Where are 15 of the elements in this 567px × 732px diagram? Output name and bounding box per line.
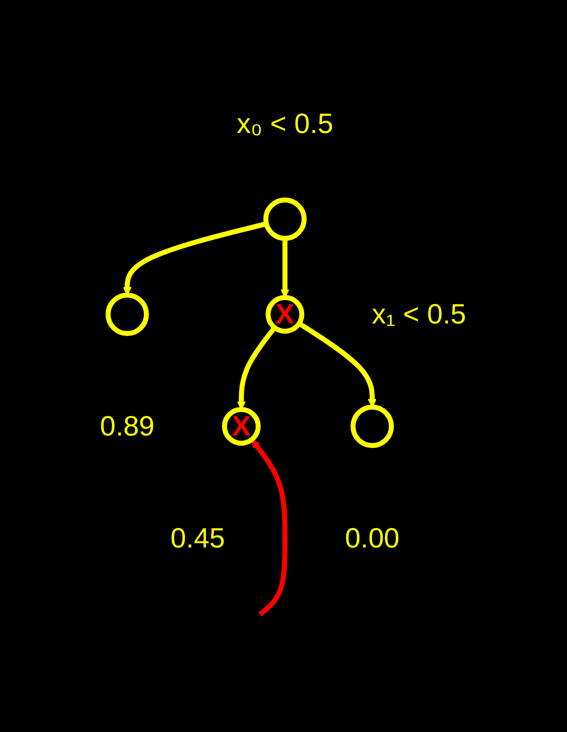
node-circle: X xyxy=(266,294,305,334)
arrow xyxy=(237,326,278,410)
node-label: 0.45 xyxy=(170,522,226,554)
node-circle xyxy=(351,404,394,448)
arrow xyxy=(281,238,290,298)
node-label: x₁ < 0.5 xyxy=(372,298,467,330)
node-circle: X xyxy=(222,406,262,446)
arrow xyxy=(252,439,288,616)
node-label: 0.00 xyxy=(345,522,400,554)
node-label: 0.89 xyxy=(100,410,155,442)
node-circle xyxy=(106,292,150,336)
arrow xyxy=(123,221,268,296)
arrow xyxy=(298,321,378,408)
node-label: x₀ < 0.5 xyxy=(237,108,334,139)
node-circle xyxy=(264,197,308,241)
